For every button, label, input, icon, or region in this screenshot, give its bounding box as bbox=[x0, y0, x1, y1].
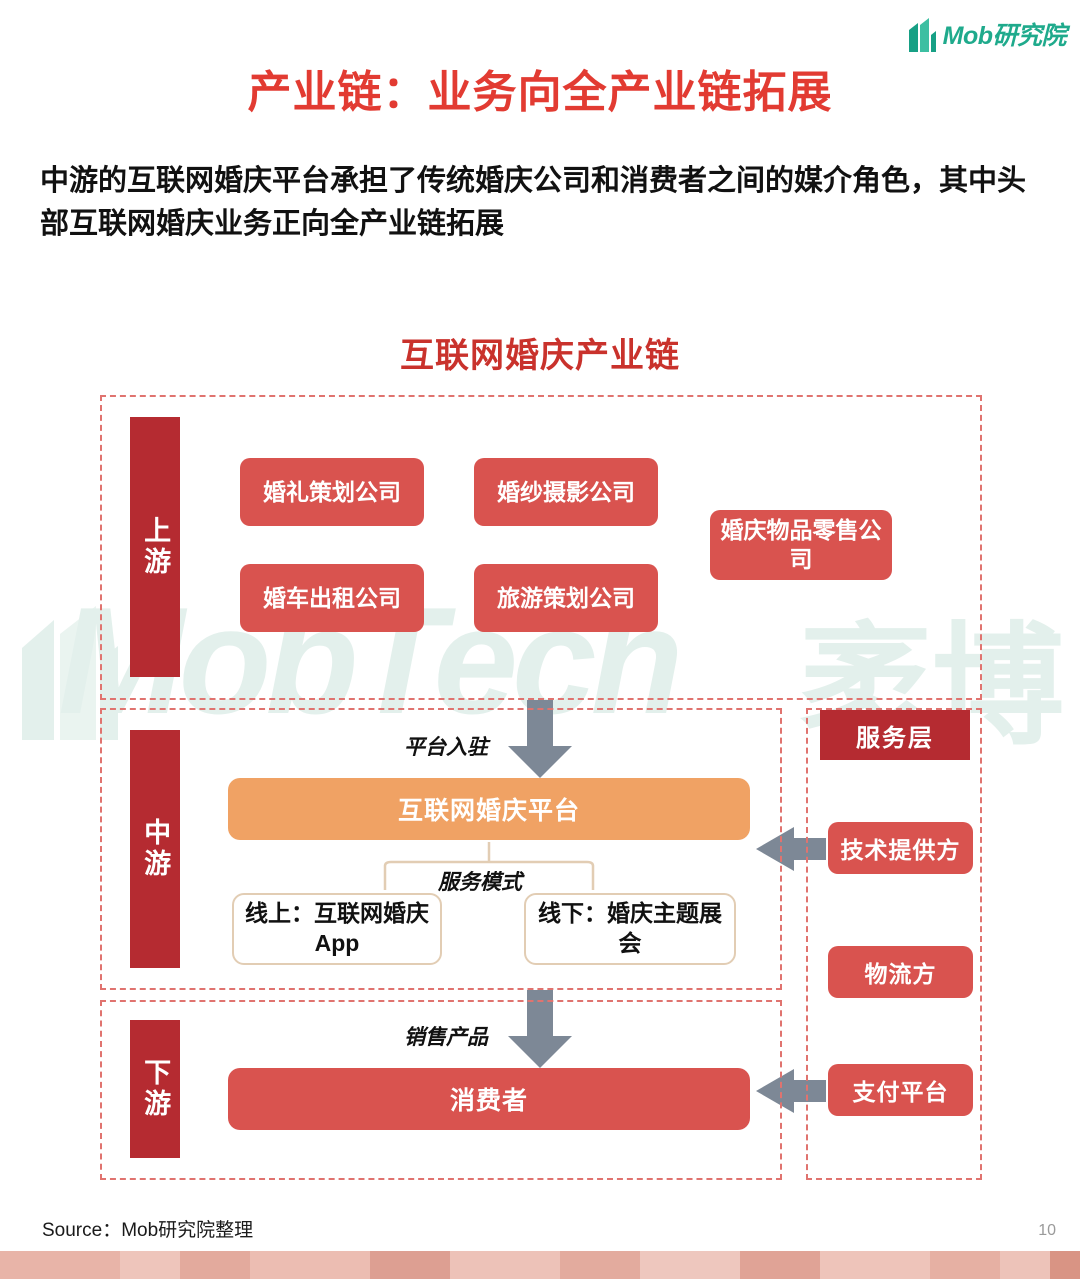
service-mode-bracket-icon bbox=[383, 842, 595, 890]
downstream-zone bbox=[100, 1000, 782, 1180]
service-layer-zone bbox=[806, 708, 982, 1180]
midstream-platform-box[interactable]: 互联网婚庆平台 bbox=[228, 778, 750, 840]
flow-label-platform-entry: 平台入驻 bbox=[404, 736, 488, 759]
source-note: Source：Mob研究院整理 bbox=[42, 1220, 254, 1241]
upstream-box-travel-planning[interactable]: 旅游策划公司 bbox=[474, 564, 658, 632]
lead-paragraph: 中游的互联网婚庆平台承担了传统婚庆公司和消费者之间的媒介角色，其中头部互联网婚庆… bbox=[40, 165, 1027, 240]
tech-provider-arrow-icon bbox=[756, 827, 826, 871]
payment-arrow-icon bbox=[756, 1069, 826, 1113]
page-title: 产业链：业务向全产业链拓展 bbox=[247, 68, 833, 117]
brand-name: Mob研究院 bbox=[942, 22, 1067, 50]
midstream-zone bbox=[100, 708, 782, 990]
downstream-consumer-box[interactable]: 消费者 bbox=[228, 1068, 750, 1130]
service-box-payment-platform[interactable]: 支付平台 bbox=[828, 1064, 973, 1116]
service-layer-header: 服务层 bbox=[820, 710, 970, 760]
upstream-zone bbox=[100, 395, 982, 700]
upstream-box-wedding-goods-retail[interactable]: 婚庆物品零售公司 bbox=[710, 510, 892, 580]
tier-label-downstream: 下游 bbox=[130, 1020, 180, 1158]
mob-building-logo-icon bbox=[908, 18, 936, 52]
decorative-bottom-bar bbox=[0, 1251, 1080, 1279]
upstream-box-wedding-planning[interactable]: 婚礼策划公司 bbox=[240, 458, 424, 526]
sales-product-arrow-icon bbox=[508, 990, 572, 1068]
tier-label-upstream: 上游 bbox=[130, 417, 180, 677]
flow-label-sales-product: 销售产品 bbox=[404, 1026, 488, 1049]
service-box-logistics[interactable]: 物流方 bbox=[828, 946, 973, 998]
upstream-box-bridal-photography[interactable]: 婚纱摄影公司 bbox=[474, 458, 658, 526]
tier-label-midstream: 中游 bbox=[130, 730, 180, 968]
service-mode-offline-box[interactable]: 线下：婚庆主题展会 bbox=[524, 893, 736, 965]
flow-label-service-mode: 服务模式 bbox=[438, 871, 522, 894]
chart-title: 互联网婚庆产业链 bbox=[400, 337, 680, 375]
brand-logo: Mob研究院 bbox=[907, 16, 1067, 52]
service-box-tech-provider[interactable]: 技术提供方 bbox=[828, 822, 973, 874]
page-number: 10 bbox=[1038, 1222, 1056, 1239]
upstream-box-wedding-car-rental[interactable]: 婚车出租公司 bbox=[240, 564, 424, 632]
service-mode-online-box[interactable]: 线上：互联网婚庆App bbox=[232, 893, 442, 965]
